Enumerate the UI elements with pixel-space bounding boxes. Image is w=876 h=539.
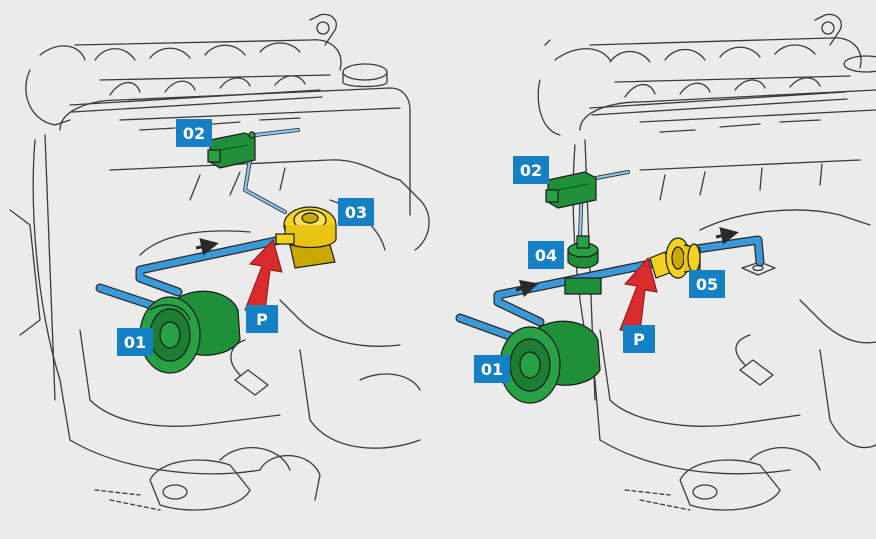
label-left-03: 03 [338, 198, 374, 226]
label-right-05: 05 [689, 270, 725, 298]
label-right-01: 01 [474, 355, 510, 383]
label-right-04: 04 [528, 241, 564, 269]
right-check-valve [564, 235, 602, 295]
right-switch-valve [545, 171, 597, 209]
left-injection-valve [275, 206, 337, 269]
right-engine [537, 13, 876, 511]
right-combi-valve [649, 237, 701, 279]
flow-arrow-icon [195, 238, 219, 256]
left-air-pump [139, 290, 241, 374]
flow-arrow-icon [515, 227, 739, 298]
label-left-02: 02 [176, 119, 212, 147]
left-engine [9, 13, 430, 511]
label-right-02: 02 [513, 156, 549, 184]
right-air-pipes [455, 170, 765, 343]
label-right-p: P [623, 325, 655, 353]
right-air-pump [499, 320, 601, 404]
label-left-01: 01 [117, 328, 153, 356]
label-left-p: P [246, 305, 278, 333]
left-switch-valve [207, 131, 256, 169]
